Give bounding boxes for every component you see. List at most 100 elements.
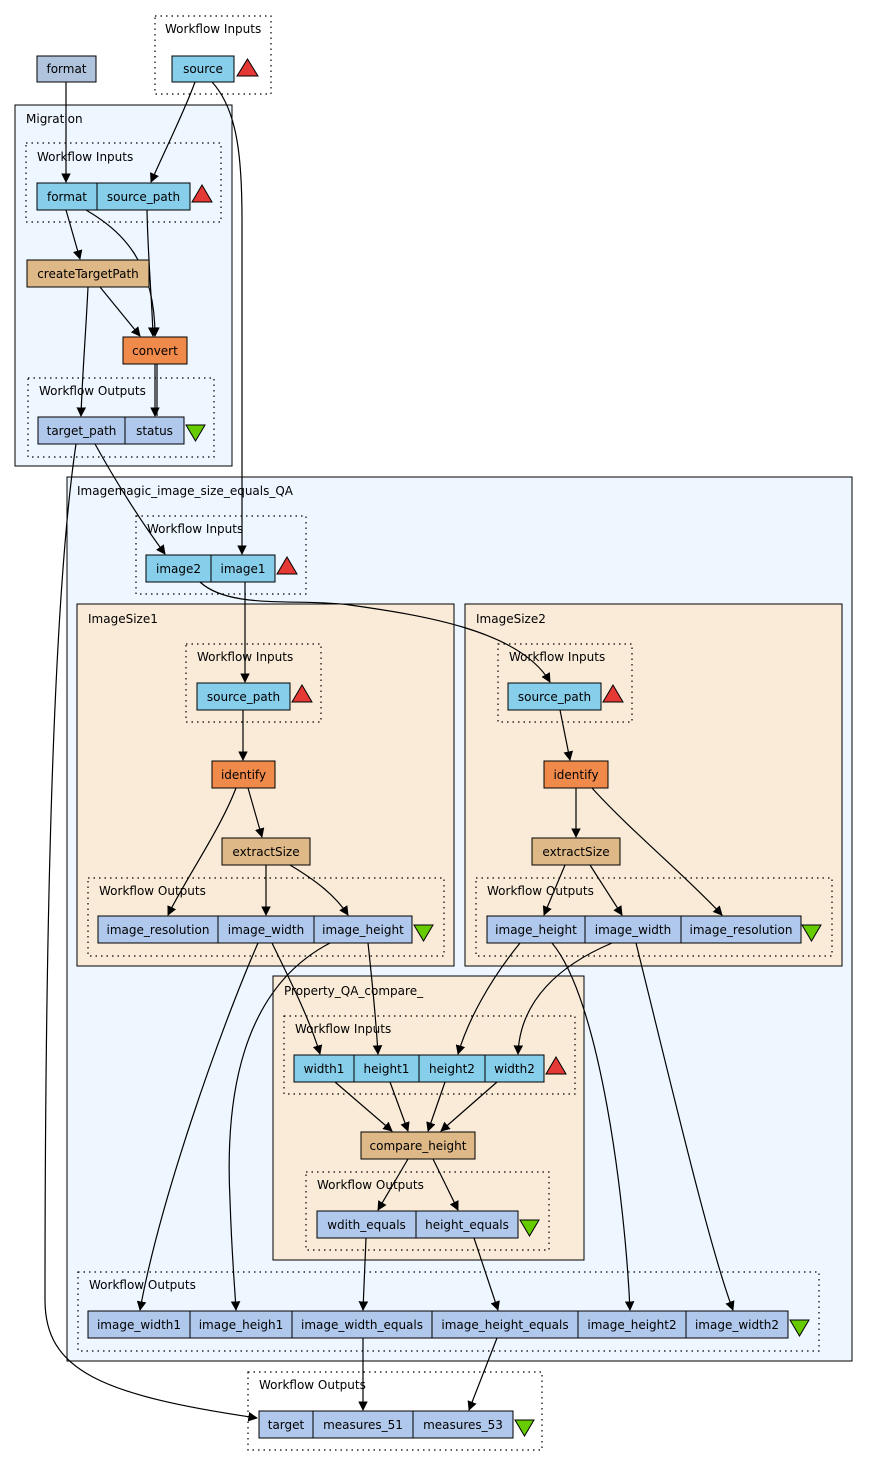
imagesize1-extractsize-node[interactable]: extractSize	[221, 837, 311, 866]
wdith-equals-label: wdith_equals	[327, 1218, 406, 1232]
output-marker-icon	[519, 1219, 540, 1237]
convert-node[interactable]: convert	[122, 336, 188, 365]
qa-inputs-box	[135, 515, 307, 595]
qa-image-heigh1-node[interactable]: image_heigh1	[189, 1310, 293, 1339]
qa-image-height-equals-node[interactable]: image_height_equals	[431, 1310, 579, 1339]
status-output-node[interactable]: status	[124, 416, 185, 445]
compare-inputs-label: Workflow Inputs	[295, 1022, 391, 1036]
imagesize2-identify-node[interactable]: identify	[543, 760, 609, 789]
imagesize1-source-path-node[interactable]: source_path	[196, 682, 291, 711]
bottom-outputs-box	[247, 1371, 543, 1451]
imagesize2-outputs-label: Workflow Outputs	[487, 884, 594, 898]
edge-sourcepath2-to-identify2	[559, 709, 574, 761]
edge-identify1-to-extractsize1	[247, 787, 265, 838]
imagesize1-source-path-label: source_path	[207, 690, 280, 704]
qa-image2-label: image2	[156, 562, 201, 576]
source-input-node[interactable]: source	[171, 55, 235, 83]
edge-compareheight-to-wdithequals	[377, 1158, 409, 1211]
edge-height2-to-compareheight	[426, 1081, 446, 1132]
imagesize1-height-node[interactable]: image_height	[313, 915, 413, 944]
dotted-boxes	[25, 15, 833, 1451]
target-path-output-label: target_path	[47, 424, 117, 438]
migration-outputs-box	[27, 377, 215, 458]
imagesize1-identify-label: identify	[221, 768, 266, 782]
source-input-label: source	[183, 62, 223, 76]
bottom-outputs-label: Workflow Outputs	[259, 1378, 366, 1392]
imagesize2-extractsize-node[interactable]: extractSize	[531, 837, 621, 866]
imagesize2-resolution-node[interactable]: image_resolution	[680, 915, 802, 944]
edge-identify1-to-resolution1	[167, 787, 237, 916]
imagesize2-title: ImageSize2	[476, 612, 546, 626]
imagesize2-resolution-label: image_resolution	[690, 923, 793, 937]
imagesize1-resolution-node[interactable]: image_resolution	[97, 915, 219, 944]
compare-outputs-box	[305, 1171, 550, 1251]
imagesize2-source-path-node[interactable]: source_path	[507, 682, 602, 711]
qa-image1-node[interactable]: image1	[210, 554, 276, 583]
imagesize1-width-node[interactable]: image_width	[217, 915, 315, 944]
edge-extractsize2-to-height2	[542, 864, 566, 916]
imagesize2-width-label: image_width	[595, 923, 671, 937]
imagesize2-width-node[interactable]: image_width	[584, 915, 682, 944]
qa-image2-node[interactable]: image2	[145, 554, 212, 583]
edge-heightequals-to-qa-heightequals	[473, 1237, 500, 1311]
qa-image-width2-node[interactable]: image_width2	[685, 1310, 789, 1339]
measures-53-node[interactable]: measures_53	[412, 1410, 514, 1439]
qa-image-height2-node[interactable]: image_height2	[577, 1310, 687, 1339]
migration-format-label: format	[47, 190, 87, 204]
target-path-output-node[interactable]: target_path	[37, 416, 126, 445]
compare-title: Property_QA_compare_	[284, 984, 424, 998]
edge-height1-to-qa-heigh1	[228, 942, 331, 1311]
imagesize1-extractsize-label: extractSize	[232, 845, 299, 859]
qa-image-width1-label: image_width1	[97, 1318, 181, 1332]
format-input-node[interactable]: format	[36, 55, 97, 83]
height-equals-node[interactable]: height_equals	[415, 1210, 519, 1239]
measures-51-node[interactable]: measures_51	[312, 1410, 414, 1439]
output-marker-icon	[185, 424, 206, 442]
compare-width2-node[interactable]: width2	[484, 1054, 545, 1083]
imagesize2-inputs-label: Workflow Inputs	[509, 650, 605, 664]
edge-targetpath-to-target	[44, 443, 258, 1422]
qa-title: Imagemagic_image_size_equals_QA	[77, 484, 294, 498]
wdith-equals-node[interactable]: wdith_equals	[316, 1210, 417, 1239]
qa-image-height2-label: image_height2	[587, 1318, 676, 1332]
edge-image2-to-sourcepath2	[199, 581, 551, 683]
compare-height-node[interactable]: compare_height	[360, 1131, 476, 1160]
edge-source-to-source-path	[150, 81, 196, 183]
output-marker-icon	[413, 924, 434, 942]
titles: Workflow Inputs Migration Workflow Input…	[26, 22, 605, 1392]
edge-width2-to-compare-width2	[513, 942, 613, 1055]
edge-format-to-createtargetpath	[65, 209, 83, 260]
top-inputs-box	[154, 15, 272, 95]
edge-extractsize2-to-width2	[589, 864, 623, 916]
qa-image-width-equals-node[interactable]: image_width_equals	[291, 1310, 433, 1339]
edge-createtargetpath-to-convert	[99, 286, 141, 337]
edge-compareheight-to-heightequals	[432, 1158, 459, 1211]
compare-width1-node[interactable]: width1	[293, 1054, 355, 1083]
edge-identify2-to-resolution2	[591, 787, 723, 916]
imagesize1-identify-node[interactable]: identify	[211, 760, 276, 789]
edge-sourcepath-to-convert	[146, 209, 158, 337]
imagesize2-height-node[interactable]: image_height	[486, 915, 586, 944]
output-marker-icon	[789, 1319, 810, 1337]
compare-inputs-box	[283, 1015, 576, 1095]
qa-outputs-box	[77, 1271, 820, 1352]
edge-width1-to-compareheight	[334, 1081, 393, 1132]
edge-wdithequals-to-qa-widthequals	[358, 1237, 369, 1311]
compare-width1-label: width1	[304, 1062, 345, 1076]
migration-source-path-node[interactable]: source_path	[96, 182, 191, 211]
qa-image-width1-node[interactable]: image_width1	[87, 1310, 191, 1339]
imagesize2-inputs-box	[497, 643, 633, 723]
compare-height-label: compare_height	[370, 1139, 467, 1153]
migration-format-node[interactable]: format	[36, 182, 98, 211]
migration-inputs-label: Workflow Inputs	[37, 150, 133, 164]
input-marker-icon	[545, 1056, 567, 1075]
compare-height2-node[interactable]: height2	[418, 1054, 486, 1083]
create-target-path-node[interactable]: createTargetPath	[26, 259, 150, 288]
compare-height1-node[interactable]: height1	[353, 1054, 420, 1083]
edge-width1-to-qa-imagewidth1	[136, 942, 259, 1311]
top-inputs-label: Workflow Inputs	[165, 22, 261, 36]
imagesize2-source-path-label: source_path	[518, 690, 591, 704]
target-output-node[interactable]: target	[258, 1410, 314, 1439]
migration-title: Migration	[26, 112, 83, 126]
